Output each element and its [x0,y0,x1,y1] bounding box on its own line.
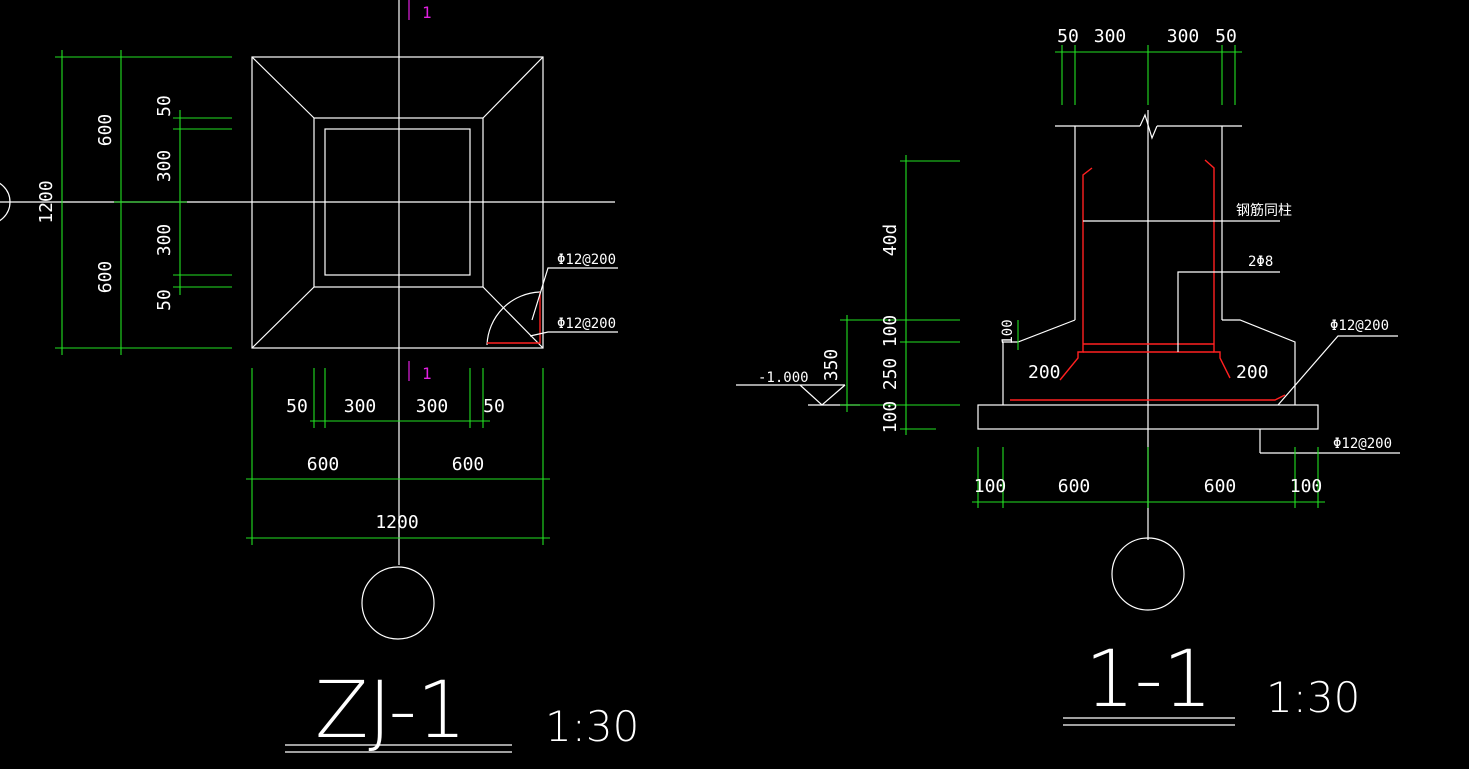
plan-dim-bottom-total: 1200 [375,512,418,533]
plan-section-mark-bottom: 1 [422,364,432,383]
plan-rebar-label-2: Φ12@200 [557,316,616,332]
plan-dim-half-bottom: 600 [95,261,116,294]
section-pedestal-left [1002,319,1076,405]
section-left-dimensions: 40d 100 250 100 350 100 [821,155,1019,435]
plan-section-mark-top: 1 [422,3,432,22]
section-dim-bottom: 600 [1204,476,1237,497]
section-label-rebar-top: Φ12@200 [1330,318,1389,334]
plan-view: 1 1 Φ12@200 Φ12@200 1200 600 600 50 300 [0,0,639,756]
plan-slope-line [482,56,544,119]
section-rebar-base [1010,394,1286,401]
plan-pedestal-outline [313,117,484,288]
plan-dim-seg: 300 [154,150,175,183]
plan-column-outline [324,128,471,276]
section-rebar-column-right [1204,159,1231,379]
section-axis-bubble [1111,537,1185,611]
plan-rebar-detail [487,292,541,344]
section-dim-top: 50 [1057,26,1079,47]
section-break-symbol [1139,113,1158,140]
section-dim-bottom: 600 [1058,476,1091,497]
section-elevation-triangle [799,384,846,406]
section-bottom-dimensions: 100 600 600 100 [972,447,1325,508]
plan-dim-bottom-seg: 300 [416,396,449,417]
plan-rebar-detail-arc [486,291,541,346]
plan-left-axis-bubble [0,182,11,222]
section-dim-inner: 100 [1000,319,1016,344]
section-dim-left: 250 [880,358,901,391]
section-label-right-200: 200 [1236,362,1269,383]
plan-dim-seg: 50 [154,289,175,311]
plan-left-dimensions: 1200 600 600 50 300 300 50 [36,50,232,355]
plan-dim-total: 1200 [36,180,57,223]
plan-dim-bottom-seg: 50 [483,396,505,417]
section-dim-top: 300 [1094,26,1127,47]
section-dim-bottom: 100 [974,476,1007,497]
section-dim-left: 100 [880,401,901,434]
plan-axis-bubble [361,566,435,640]
section-elevation: -1.000 [758,370,809,386]
plan-dim-half-top: 600 [95,114,116,147]
section-dim-left: 100 [880,315,901,348]
plan-title: ZJ-1 [315,666,466,756]
section-rebar-column-left [1059,167,1093,381]
plan-leader-1 [531,267,618,321]
section-dim-bottom: 100 [1290,476,1323,497]
plan-bottom-dimensions: 50 300 300 50 600 600 1200 [246,368,550,545]
section-leader [1277,335,1398,406]
plan-rebar-label-1: Φ12@200 [557,252,616,268]
plan-scale: 1:30 [545,702,639,751]
plan-slope-line [251,286,315,349]
plan-slope-line [251,56,315,119]
section-pedestal-right [1222,319,1296,405]
section-dim-350: 350 [821,349,842,382]
plan-slope-line [482,286,544,349]
plan-dim-bottom-half: 600 [307,454,340,475]
section-dim-anchor: 40d [880,224,901,257]
section-title: 1-1 [1085,635,1212,725]
plan-dim-bottom-seg: 50 [286,396,308,417]
section-label-rebar-same-column: 钢筋同柱 [1236,202,1292,219]
section-base-slab [977,404,1319,430]
section-view: 钢筋同柱 2Φ8 Φ12@200 Φ12@200 200 200 -1.000 … [736,26,1400,726]
section-dim-top: 50 [1215,26,1237,47]
plan-dim-bottom-seg: 300 [344,396,377,417]
section-leader [1177,271,1280,352]
plan-dim-seg: 300 [154,224,175,257]
plan-footing-outline [251,56,544,349]
section-scale: 1:30 [1266,673,1360,722]
plan-leader-2 [529,331,618,337]
section-label-rebar-bottom: Φ12@200 [1333,436,1392,452]
section-top-dimensions: 50 300 300 50 [1055,26,1242,105]
section-label-stirrup: 2Φ8 [1248,254,1273,270]
section-dim-top: 300 [1167,26,1200,47]
plan-dim-bottom-half: 600 [452,454,485,475]
plan-dim-seg: 50 [154,95,175,117]
section-label-left-200: 200 [1028,362,1061,383]
